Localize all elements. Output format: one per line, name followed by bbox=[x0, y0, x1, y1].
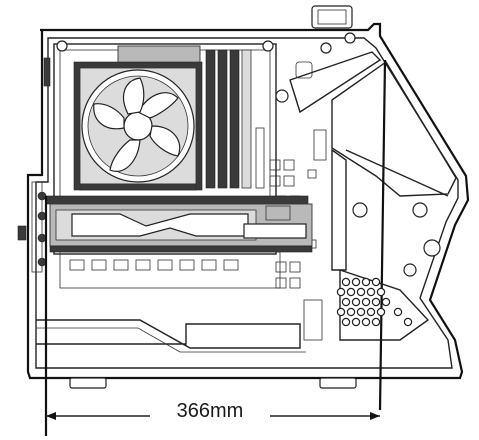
dimension-arrow-icon bbox=[44, 196, 380, 436]
ram-sticks-icon bbox=[205, 49, 252, 189]
rear-slots bbox=[17, 57, 51, 273]
lower-shroud bbox=[36, 299, 323, 353]
right-chamber bbox=[275, 32, 457, 411]
case-body bbox=[26, 5, 470, 389]
dimension-label: 366mm bbox=[150, 398, 270, 424]
cable-grommets bbox=[255, 127, 327, 289]
cpu-fan-icon bbox=[73, 45, 203, 191]
graphics-card-icon bbox=[45, 195, 313, 289]
